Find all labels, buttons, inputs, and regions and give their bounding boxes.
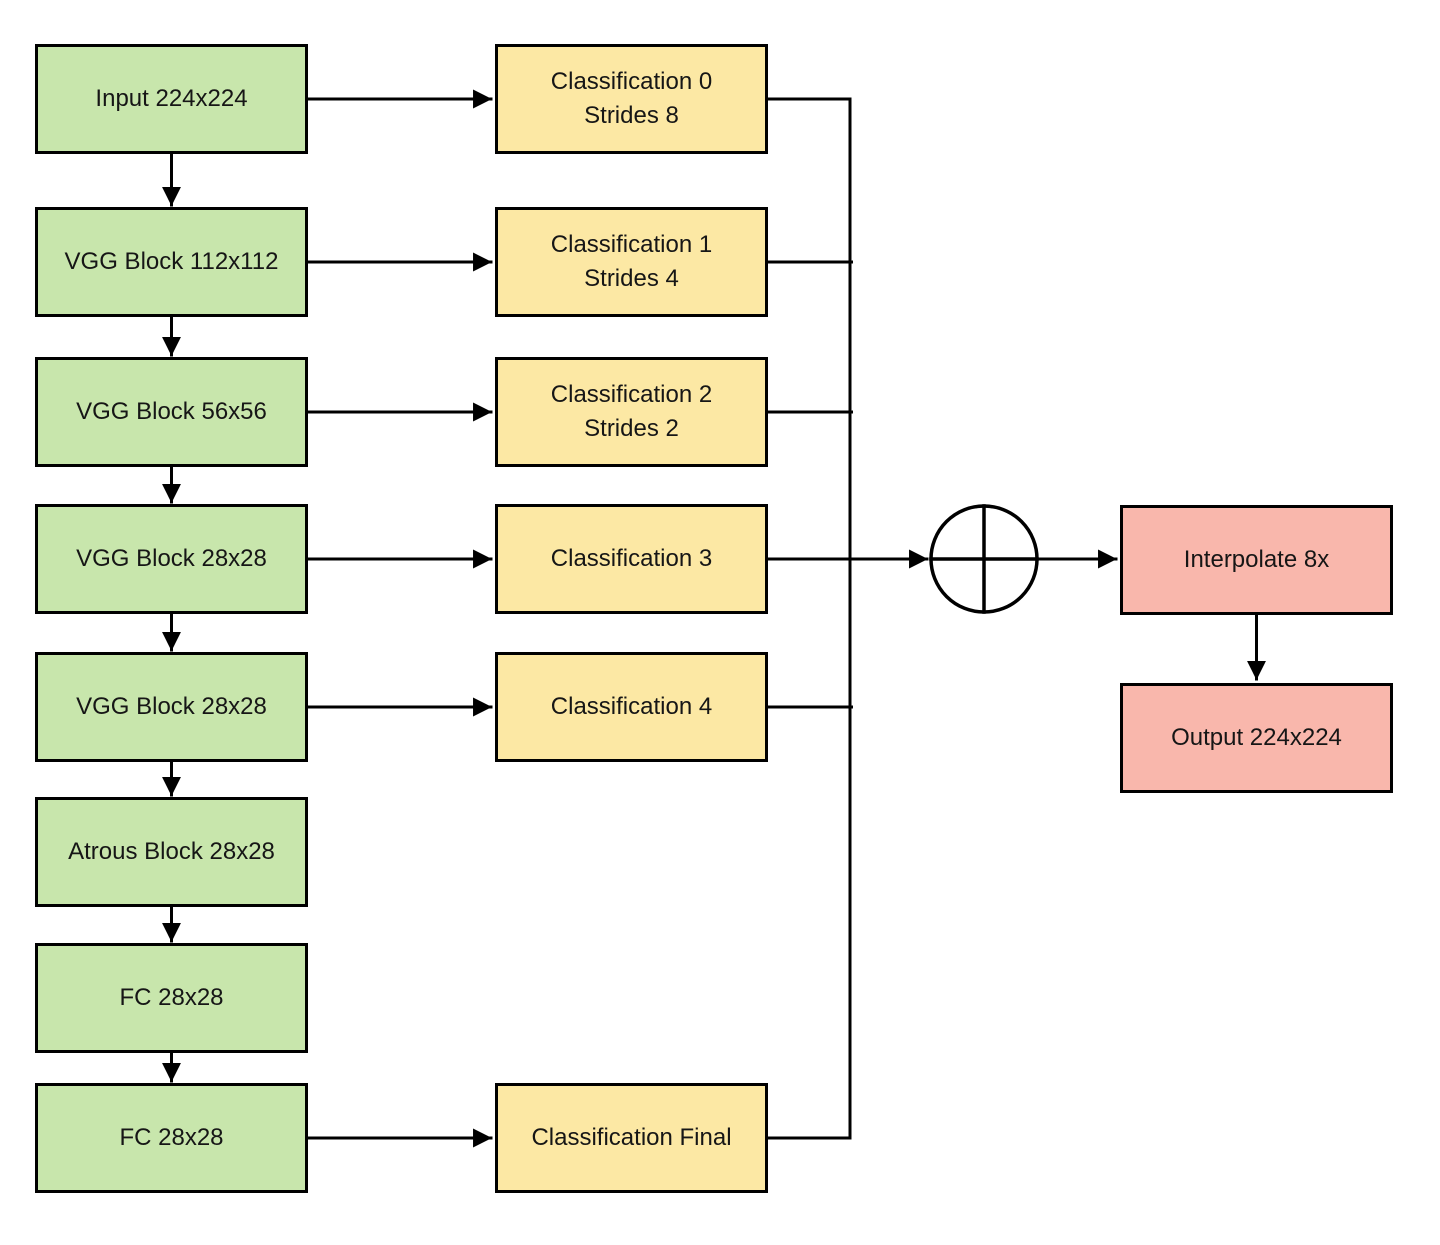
node-vgg-block-3: VGG Block 28x28 (35, 504, 308, 614)
bus-collector-path (766, 97, 852, 1140)
node-classification-final: Classification Final (495, 1083, 768, 1193)
merge-plus-icon (929, 504, 1039, 614)
node-classification-1: Classification 1 Strides 4 (495, 207, 768, 317)
node-label: Input 224x224 (95, 85, 248, 112)
node-label: VGG Block 56x56 (76, 398, 267, 425)
node-classification-4: Classification 4 (495, 652, 768, 762)
node-label: VGG Block 112x112 (64, 248, 279, 275)
node-label: VGG Block 28x28 (76, 545, 267, 572)
node-fc-1: FC 28x28 (35, 943, 308, 1053)
node-label: Interpolate 8x (1183, 546, 1330, 573)
node-vgg-block-1: VGG Block 112x112 (35, 207, 308, 317)
node-label-line2: Strides 8 (584, 102, 679, 129)
node-label-line2: Strides 4 (584, 265, 679, 292)
node-classification-3: Classification 3 (495, 504, 768, 614)
node-label-line1: Classification 2 (550, 381, 713, 408)
node-vgg-block-4: VGG Block 28x28 (35, 652, 308, 762)
node-output: Output 224x224 (1120, 683, 1393, 793)
node-atrous-block: Atrous Block 28x28 (35, 797, 308, 907)
node-label: FC 28x28 (119, 984, 224, 1011)
node-label: VGG Block 28x28 (76, 693, 267, 720)
node-fc-2: FC 28x28 (35, 1083, 308, 1193)
node-interpolate: Interpolate 8x (1120, 505, 1393, 615)
node-label-line1: Classification 4 (550, 693, 713, 720)
node-label-line2: Strides 2 (584, 415, 679, 442)
node-label: Atrous Block 28x28 (68, 838, 275, 865)
node-label-line1: Classification 3 (550, 545, 713, 572)
node-input: Input 224x224 (35, 44, 308, 154)
node-label-line1: Classification 1 (550, 231, 713, 258)
node-label-line1: Classification 0 (550, 68, 713, 95)
node-classification-0: Classification 0 Strides 8 (495, 44, 768, 154)
node-vgg-block-2: VGG Block 56x56 (35, 357, 308, 467)
node-label: FC 28x28 (119, 1124, 224, 1151)
node-label-line1: Classification Final (531, 1124, 732, 1151)
node-classification-2: Classification 2 Strides 2 (495, 357, 768, 467)
node-label: Output 224x224 (1171, 724, 1342, 751)
